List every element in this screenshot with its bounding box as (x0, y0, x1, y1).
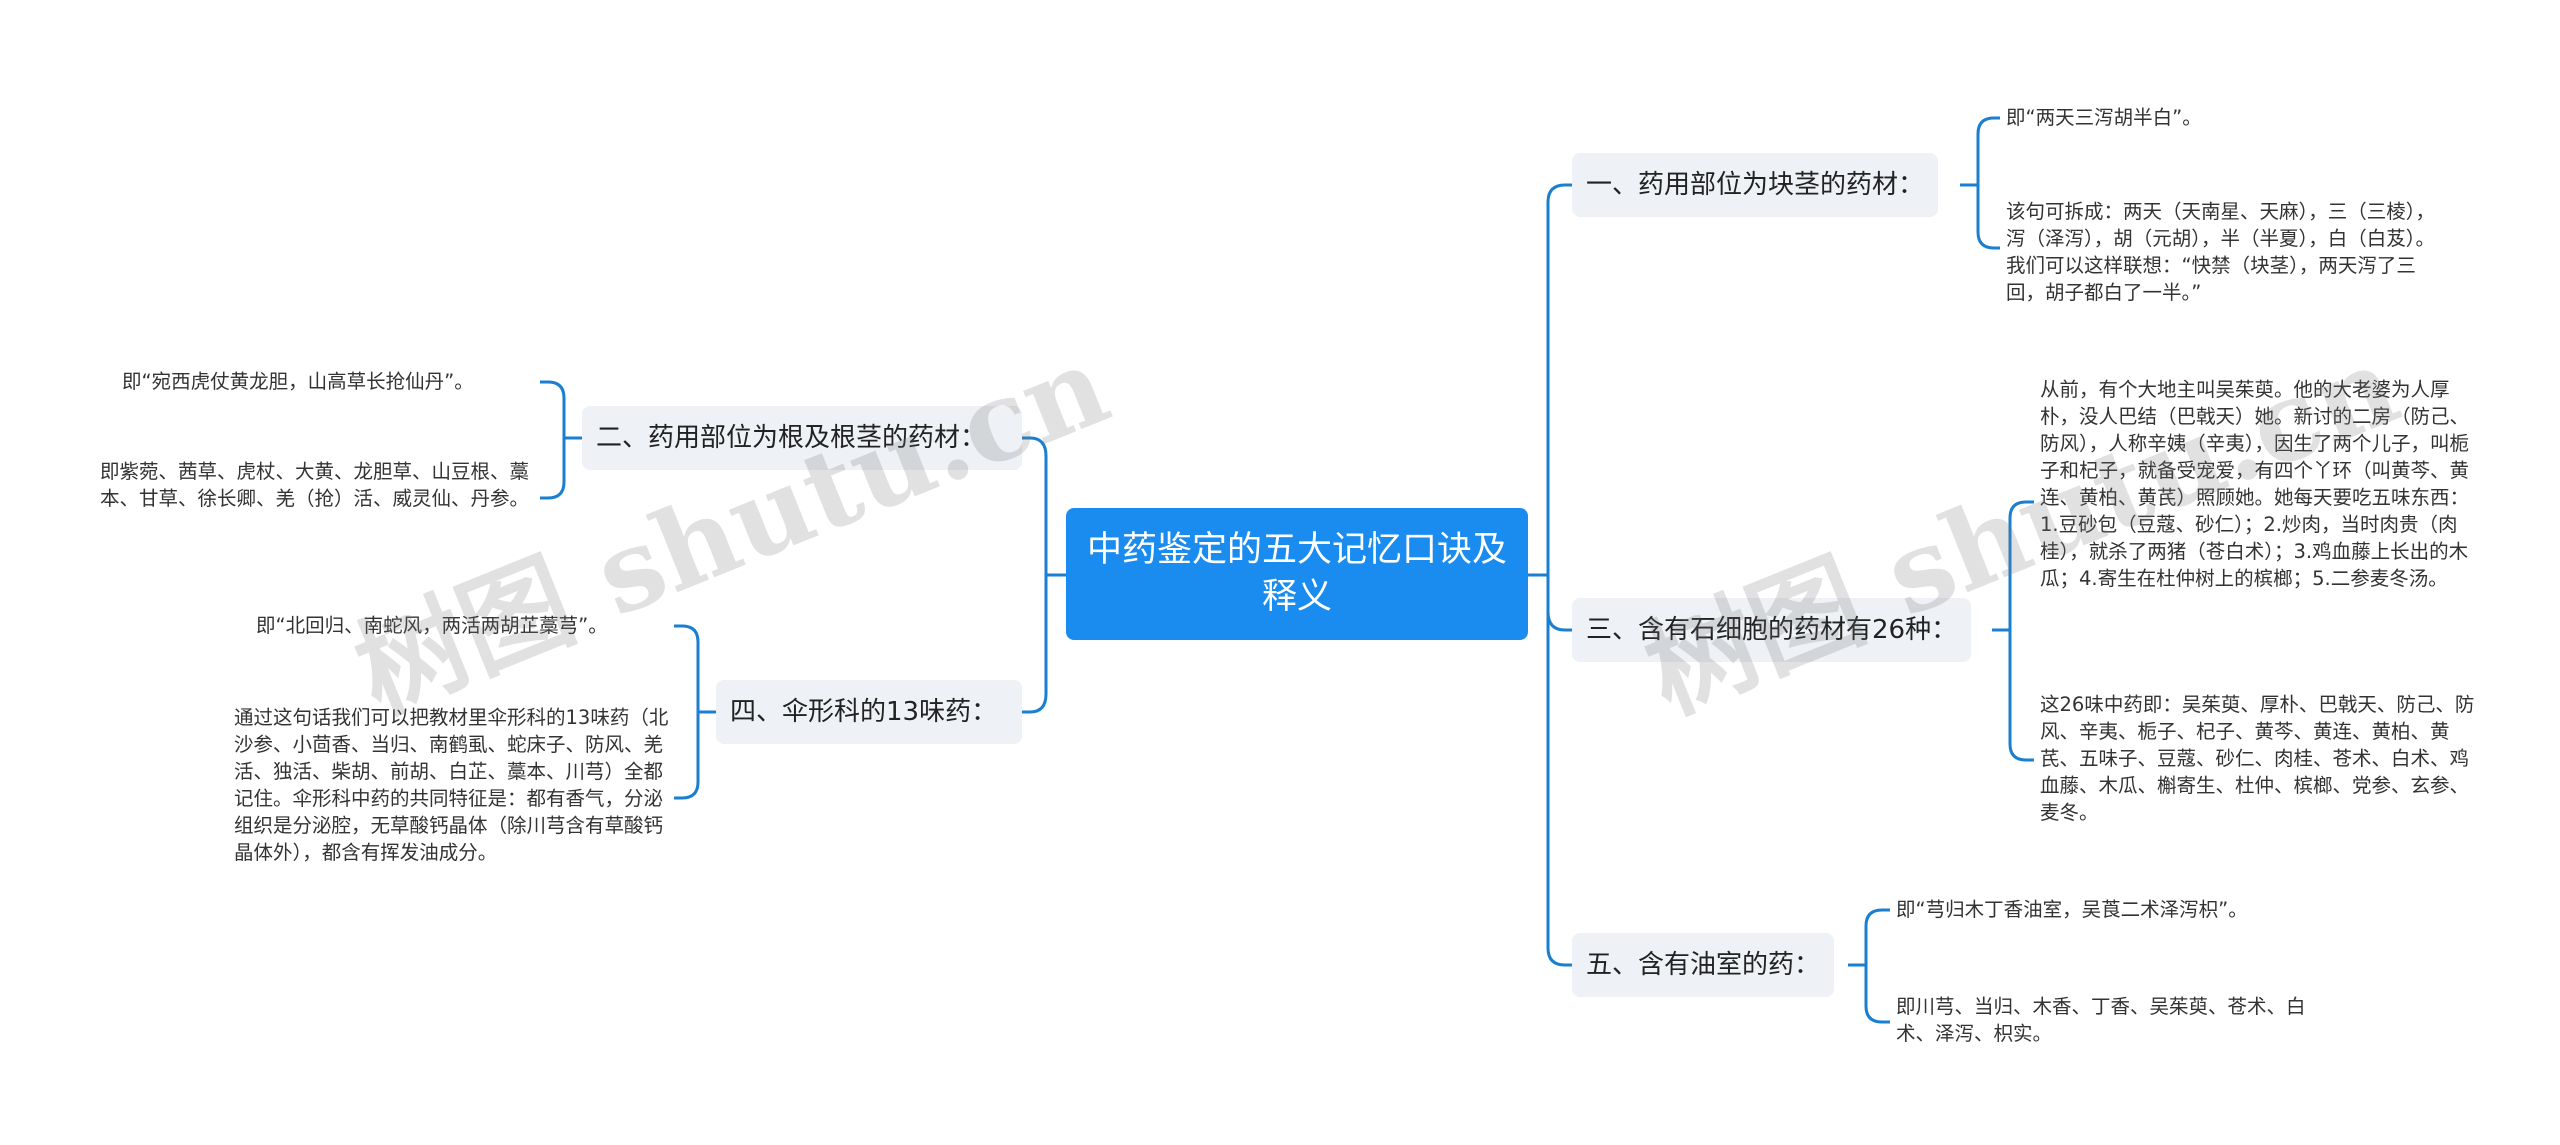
branch-4-leaf-1[interactable]: 即“北回归、南蛇风，两活两胡芷藁芎”。 (256, 614, 608, 637)
branch-5-label: 五、含有油室的药： (1586, 950, 1821, 980)
branch-2-label: 二、药用部位为根及根茎的药材： (596, 423, 987, 453)
branch-3[interactable]: 三、含有石细胞的药材有26种： (1572, 598, 1972, 662)
branch-1-leaf-1[interactable]: 即“两天三泻胡半白”。 (2006, 106, 2202, 129)
branch-5-leaf-2[interactable]: 即川芎、当归、木香、丁香、吴茱萸、苍术、白术、泽泻、枳实。 (1896, 995, 2306, 1045)
link-b5-leaves (1848, 908, 1890, 1024)
branch-5-leaf-1[interactable]: 即“芎归木丁香油室，吴莨二术泽泻枳”。 (1896, 898, 2248, 921)
branch-4-label: 四、伞形科的13味药： (730, 697, 998, 727)
link-b3-leaves (1992, 500, 2034, 762)
branch-4[interactable]: 四、伞形科的13味药： (716, 680, 1022, 744)
branch-1[interactable]: 一、药用部位为块茎的药材： (1572, 153, 1939, 217)
branch-3-leaf-1[interactable]: 从前，有个大地主叫吴茱萸。他的大老婆为人厚朴，没人巴结（巴戟天）她。新讨的二房（… (2040, 378, 2470, 590)
link-b2-leaves (540, 380, 582, 500)
link-b1-leaves (1960, 116, 2000, 250)
link-root-b3 (1546, 575, 1572, 632)
branch-2[interactable]: 二、药用部位为根及根茎的药材： (582, 406, 1022, 470)
branch-1-leaf-2[interactable]: 该句可拆成：两天（天南星、天麻），三（三棱），泻（泽泻），胡（元胡），半（半夏）… (2006, 200, 2436, 304)
link-root-b5 (1546, 612, 1572, 967)
link-b4-leaves (674, 624, 716, 800)
branch-3-leaf-2[interactable]: 这26味中药即：吴茱萸、厚朴、巴戟天、防己、防风、辛夷、栀子、杞子、黄芩、黄连、… (2040, 693, 2475, 824)
branch-4-leaf-2[interactable]: 通过这句话我们可以把教材里伞形科的13味药（北沙参、小茴香、当归、南鹤虱、蛇床子… (234, 706, 669, 864)
link-root-b4 (1022, 575, 1048, 714)
branch-3-label: 三、含有石细胞的药材有26种： (1586, 615, 1958, 645)
branch-2-leaf-2[interactable]: 即紫菀、茜草、虎杖、大黄、龙胆草、山豆根、藁本、甘草、徐长卿、羌（抢）活、威灵仙… (100, 460, 530, 510)
branch-2-leaf-1[interactable]: 即“宛西虎仗黄龙胆，山高草长抢仙丹”。 (122, 370, 474, 393)
root-node[interactable]: 中药鉴定的五大记忆口诀及释义 (1066, 508, 1528, 640)
branch-1-label: 一、药用部位为块茎的药材： (1586, 170, 1925, 200)
root-title: 中药鉴定的五大记忆口诀及释义 (1086, 530, 1507, 617)
branch-5[interactable]: 五、含有油室的药： (1572, 933, 1835, 997)
link-root-b2 (1022, 436, 1066, 577)
link-root-b1 (1528, 183, 1572, 577)
